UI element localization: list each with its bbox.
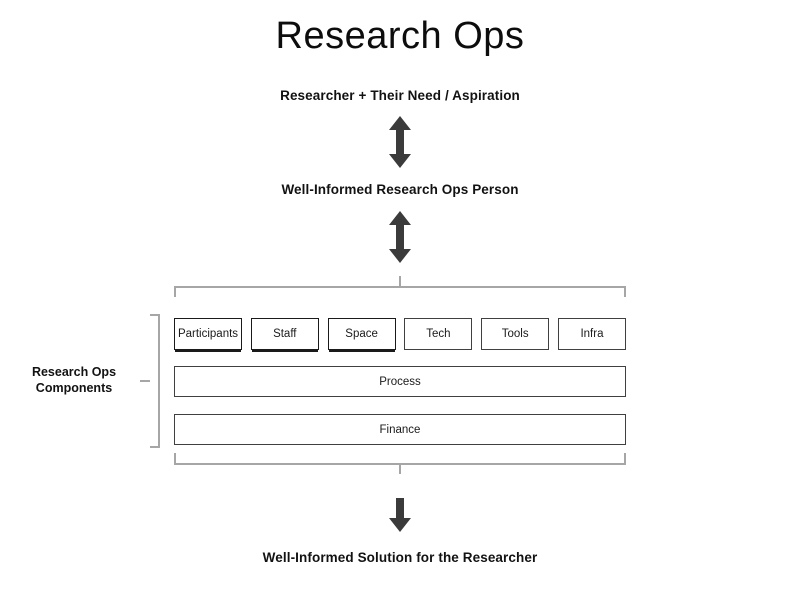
component-box-infra-label: Infra [580,328,604,340]
bracket-top-tick-left [174,286,176,297]
bracket-left-connector [140,380,150,382]
component-box-participants-label: Participants [177,328,239,340]
arrow-down-icon [388,498,412,532]
component-box-participants[interactable]: Participants [174,318,242,350]
component-box-staff[interactable]: Staff [250,318,319,350]
components-group-label: Research Ops Components [10,364,138,396]
bracket-left-cap-bottom [150,446,160,448]
component-box-tech[interactable]: Tech [404,318,473,350]
bracket-top-tick-right [624,286,626,297]
component-box-row: Participants Staff Space Tech Tools Infr… [174,318,626,350]
component-box-tech-label: Tech [426,328,451,340]
bracket-left-cap-top [150,314,160,316]
component-box-tools-label: Tools [501,328,529,340]
component-box-staff-label: Staff [273,328,297,340]
double-arrow-vertical-icon [388,116,412,168]
components-group-label-line1: Research Ops [31,365,117,379]
component-box-tools[interactable]: Tools [481,318,550,350]
component-box-infra[interactable]: Infra [557,318,626,350]
bracket-left [140,314,162,448]
component-box-space-label: Space [345,328,378,340]
component-box-space[interactable]: Space [327,318,396,350]
bracket-bottom-tick-center [399,463,401,474]
component-bar-process-label: Process [379,375,421,388]
component-bar-finance[interactable]: Finance [174,414,626,445]
bracket-bottom-tick-right [624,453,626,464]
component-bar-process[interactable]: Process [174,366,626,397]
bracket-top-line [174,286,626,288]
components-group-label-line2: Components [35,381,113,395]
bracket-bottom-tick-left [174,453,176,464]
double-arrow-vertical-icon-2 [388,211,412,263]
component-bar-finance-label: Finance [379,423,421,436]
bracket-bottom [174,453,626,474]
caption-research-ops-person: Well-Informed Research Ops Person [281,182,519,197]
bracket-left-spine [158,314,160,448]
bracket-top-tick-center [399,276,401,287]
caption-researcher-need: Researcher + Their Need / Aspiration [280,88,520,103]
page-title: Research Ops [275,15,525,57]
caption-solution-researcher: Well-Informed Solution for the Researche… [262,550,538,565]
bracket-top [174,276,626,297]
